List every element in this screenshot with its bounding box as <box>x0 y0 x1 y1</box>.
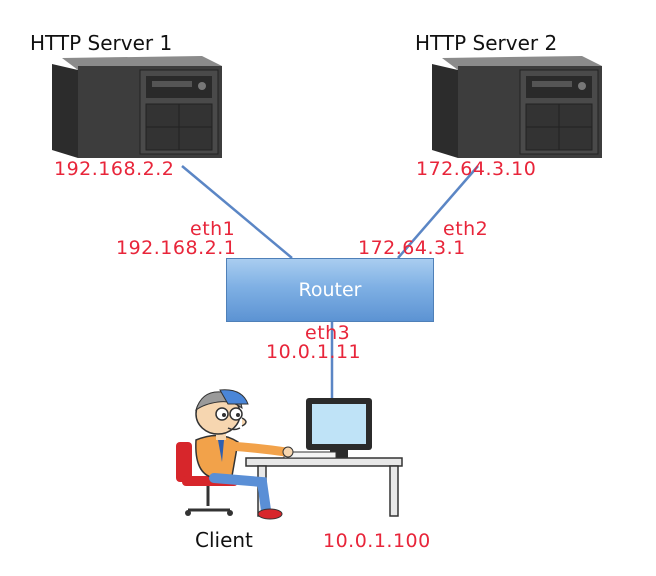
eth2-ip: 172.64.3.1 <box>358 237 466 259</box>
server-1-tower-icon <box>52 56 222 158</box>
router-box: Router <box>226 258 434 322</box>
link-server2-router <box>397 165 479 259</box>
eth3-ip: 10.0.1.11 <box>266 341 362 363</box>
eth1-name: eth1 <box>190 218 236 240</box>
server-1-ip: 192.168.2.2 <box>54 158 175 180</box>
link-server1-router <box>181 165 293 259</box>
client-person-at-computer-icon <box>176 389 403 520</box>
client-ip: 10.0.1.100 <box>323 530 431 552</box>
server-1-title: HTTP Server 1 <box>30 31 173 55</box>
client-label: Client <box>195 528 253 552</box>
eth1-ip: 192.168.2.1 <box>116 237 237 259</box>
eth2-name: eth2 <box>443 218 489 240</box>
server-2-tower-icon <box>432 56 602 158</box>
server-2-ip: 172.64.3.10 <box>416 158 537 180</box>
server-2-title: HTTP Server 2 <box>415 31 558 55</box>
router-label: Router <box>298 279 362 301</box>
eth3-name: eth3 <box>305 322 351 344</box>
